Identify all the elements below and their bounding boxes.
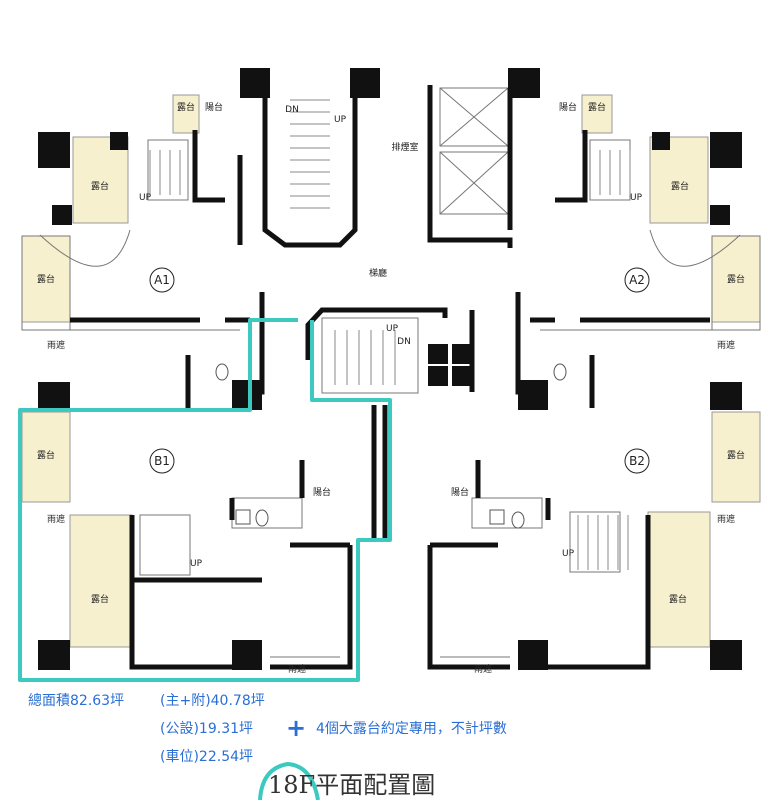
terrace-b1-side bbox=[21, 411, 71, 503]
unit-label-a1: A1 bbox=[154, 273, 170, 287]
stair-up-label: UP bbox=[190, 559, 203, 569]
terrace-a1-small bbox=[172, 94, 200, 134]
main-area-note: (主+附)40.78坪 bbox=[160, 693, 265, 709]
parking-area-note: (車位)22.54坪 bbox=[160, 749, 254, 765]
terrace-a1-top bbox=[72, 136, 129, 224]
toilet-b1 bbox=[255, 509, 269, 527]
terrace-b2-side bbox=[711, 411, 761, 503]
toilet-b2 bbox=[511, 511, 525, 529]
walls bbox=[70, 68, 710, 670]
sink-b1 bbox=[235, 509, 251, 525]
canopy-label: 雨遮 bbox=[47, 513, 65, 525]
corridor-label: 梯廳 bbox=[369, 267, 387, 279]
terrace-a2-small bbox=[581, 94, 613, 134]
terrace-b1-large bbox=[69, 514, 133, 648]
exhaust-room-label: 排煙室 bbox=[391, 141, 418, 153]
balcony-label: 陽台 bbox=[559, 101, 577, 113]
canopy-label: 雨遮 bbox=[47, 339, 65, 351]
canopy-label: 雨遮 bbox=[474, 663, 492, 675]
terrace-label: 露台 bbox=[91, 593, 109, 605]
columns bbox=[38, 68, 742, 670]
page-title: 18F平面配置圖 bbox=[268, 771, 436, 799]
terrace-label: 露台 bbox=[671, 180, 689, 192]
terrace-a2-top bbox=[649, 136, 709, 224]
toilet-a2 bbox=[553, 363, 567, 381]
terrace-areas bbox=[21, 94, 761, 648]
total-area-note: 總面積82.63坪 bbox=[28, 693, 125, 709]
stair-up-label: UP bbox=[630, 193, 643, 203]
stair-up-label: UP bbox=[334, 115, 347, 125]
canopy-label: 雨遮 bbox=[717, 339, 735, 351]
stair-up-label: DN bbox=[285, 105, 299, 115]
balcony-label: 陽台 bbox=[205, 101, 223, 113]
stair-up-label: DN bbox=[397, 337, 411, 347]
unit-label-b1: B1 bbox=[154, 454, 170, 468]
stair-lines bbox=[149, 99, 631, 570]
terrace-label: 露台 bbox=[91, 180, 109, 192]
terrace-a2-side bbox=[711, 235, 761, 323]
public-area-note: (公設)19.31坪 bbox=[160, 721, 254, 737]
terrace-label: 露台 bbox=[727, 449, 745, 461]
terrace-label: 露台 bbox=[669, 593, 687, 605]
highlight-outline bbox=[18, 318, 392, 800]
unit-label-b2: B2 bbox=[629, 454, 645, 468]
terrace-b2-large bbox=[647, 511, 711, 648]
canopy-label: 雨遮 bbox=[717, 513, 735, 525]
unit-marker-a2 bbox=[624, 267, 650, 293]
unit-marker-b2 bbox=[624, 448, 650, 474]
thin-walls bbox=[21, 87, 761, 658]
balcony-label: 陽台 bbox=[451, 486, 469, 498]
balcony-label: 陽台 bbox=[313, 486, 331, 498]
canopy-label: 雨遮 bbox=[288, 663, 306, 675]
unit-label-a2: A2 bbox=[629, 273, 645, 287]
fixtures bbox=[215, 363, 567, 529]
toilet-a1 bbox=[215, 363, 229, 381]
terrace-label: 露台 bbox=[177, 101, 195, 113]
terrace-label: 露台 bbox=[37, 273, 55, 285]
terrace-a1-side bbox=[21, 235, 71, 323]
plus-sign: + bbox=[286, 714, 307, 742]
terrace-label: 露台 bbox=[727, 273, 745, 285]
sink-b2 bbox=[489, 509, 505, 525]
terrace-note: 4個大露台約定專用，不計坪數 bbox=[316, 721, 507, 737]
unit-marker-a1 bbox=[149, 267, 175, 293]
terrace-label: 露台 bbox=[37, 449, 55, 461]
unit-marker-b1 bbox=[149, 448, 175, 474]
terrace-label: 露台 bbox=[588, 101, 606, 113]
stair-up-label: UP bbox=[562, 549, 575, 559]
stair-up-label: UP bbox=[386, 324, 399, 334]
unit-markers bbox=[149, 267, 650, 474]
stair-up-label: UP bbox=[139, 193, 152, 203]
title-circle-arc bbox=[258, 762, 320, 800]
